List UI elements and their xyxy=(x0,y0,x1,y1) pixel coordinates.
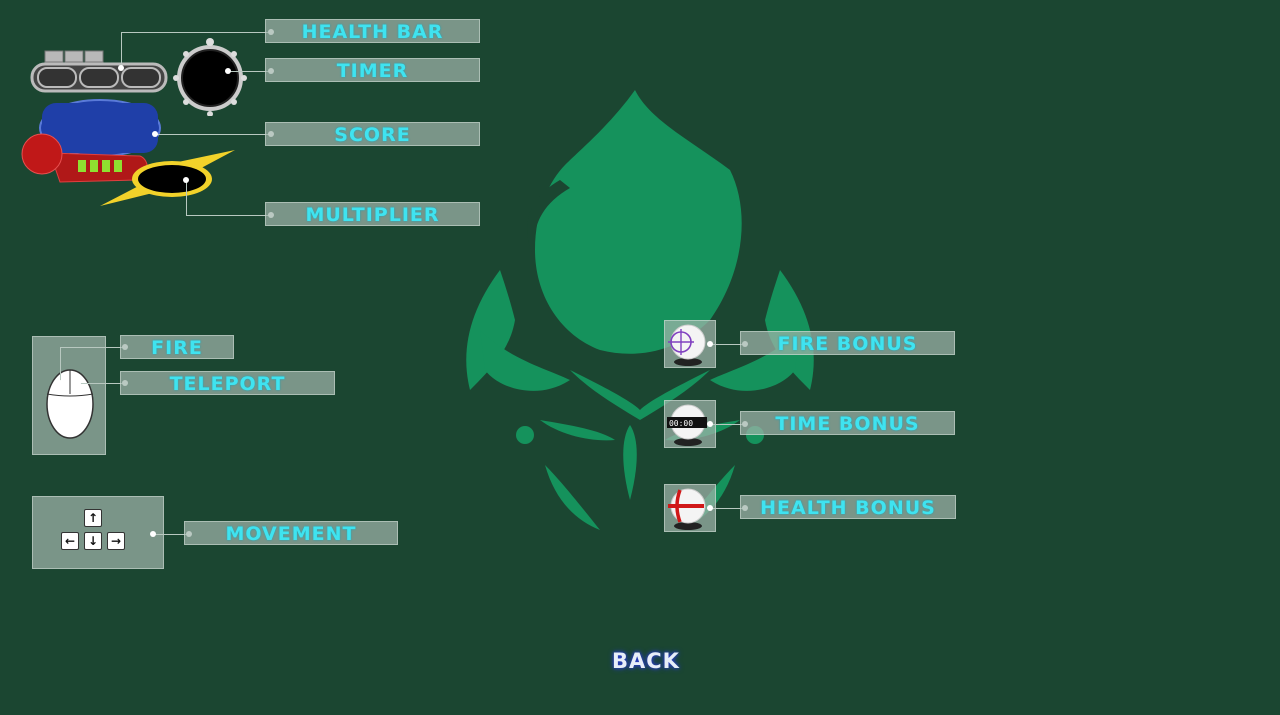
health-bar-graphic xyxy=(30,50,168,93)
fire-bonus-label: FIRE BONUS xyxy=(740,331,955,355)
arrow-right-icon: → xyxy=(107,532,125,550)
health-bar-label: HEALTH BAR xyxy=(265,19,480,43)
arrow-up-icon: ↑ xyxy=(84,509,102,527)
multiplier-label: MULTIPLIER xyxy=(265,202,480,226)
arrow-left-icon: ← xyxy=(61,532,79,550)
stopwatch-orb-icon: 00:00 xyxy=(667,404,707,446)
time-bonus-digits: 00:00 xyxy=(669,419,693,428)
movement-label: MOVEMENT xyxy=(184,521,398,545)
health-bonus-label: HEALTH BONUS xyxy=(740,495,956,519)
arrow-down-icon: ↓ xyxy=(84,532,102,550)
timer-dial-graphic xyxy=(173,38,247,116)
mouse-icon xyxy=(46,369,94,439)
emblem-logo xyxy=(466,90,814,530)
back-button[interactable]: BACK xyxy=(590,646,702,676)
teleport-label: TELEPORT xyxy=(120,371,335,395)
timer-label: TIMER xyxy=(265,58,480,82)
time-bonus-label: TIME BONUS xyxy=(740,411,955,435)
fire-label: FIRE xyxy=(120,335,234,359)
score-label: SCORE xyxy=(265,122,480,146)
health-cross-orb-icon xyxy=(668,488,706,530)
crosshair-icon xyxy=(668,324,706,366)
score-multiplier-graphic xyxy=(21,99,235,206)
